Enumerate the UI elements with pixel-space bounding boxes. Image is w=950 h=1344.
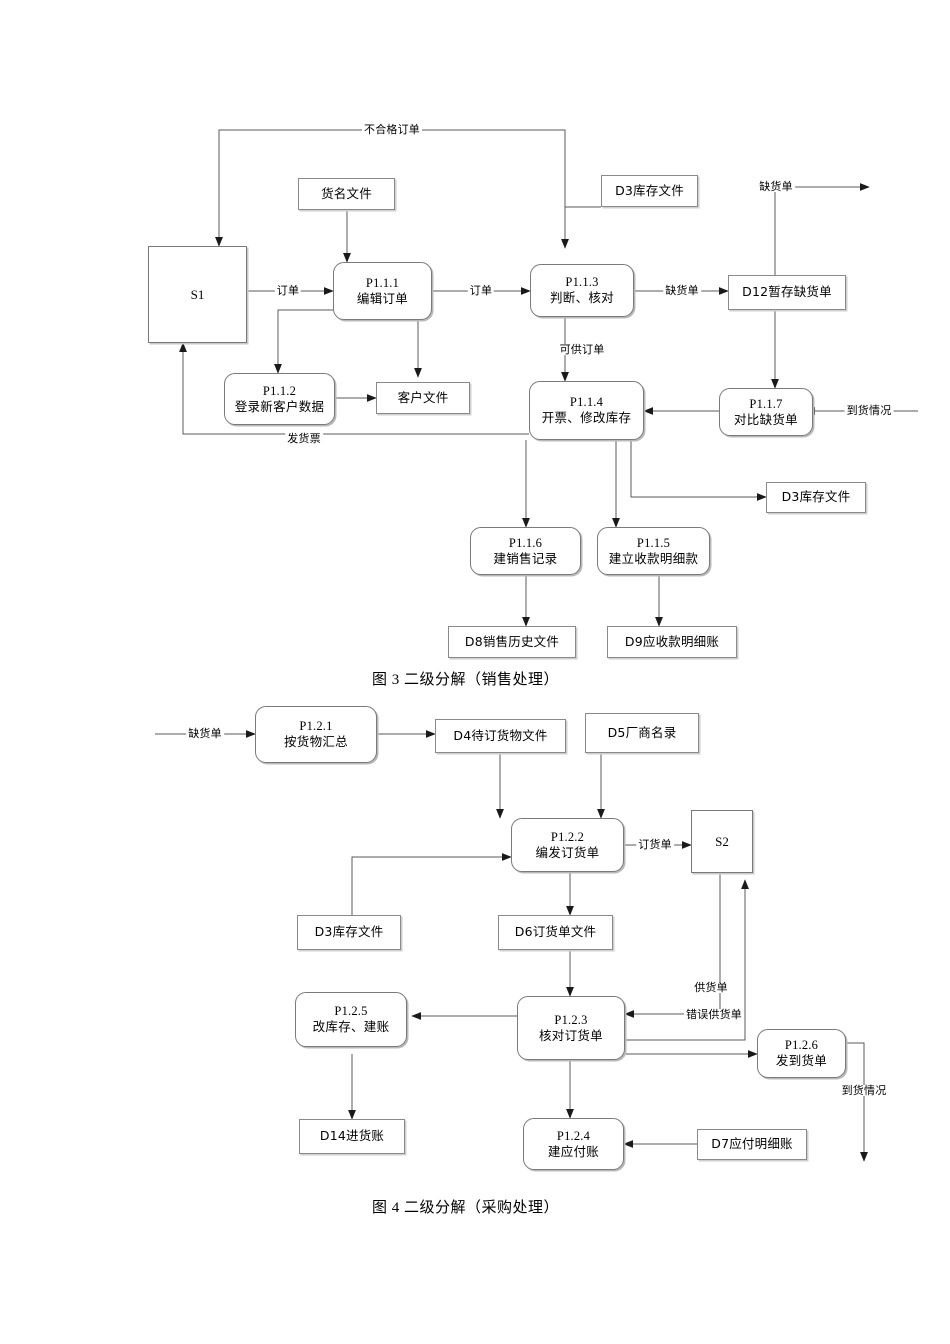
- process-p124-name: 建应付账: [547, 1143, 600, 1159]
- external-entity-s1[interactable]: S1: [148, 246, 247, 343]
- process-p117-name: 对比缺货单: [733, 411, 798, 427]
- process-p115[interactable]: P1.1.5 建立收款明细款: [597, 527, 710, 575]
- flow-label-available-order: 可供订单: [557, 343, 607, 356]
- process-p123-name: 核对订货单: [538, 1027, 603, 1043]
- flow-label-order-to-s2: 订货单: [636, 838, 674, 851]
- process-p113-name: 判断、核对: [549, 290, 614, 305]
- data-store-d5-vendor-list-label: D5厂商名录: [607, 724, 677, 740]
- process-p125-id: P1.2.5: [334, 1004, 368, 1019]
- data-store-goods-name-file[interactable]: 货名文件: [298, 178, 395, 210]
- process-p126-name: 发到货单: [775, 1053, 828, 1068]
- process-p111[interactable]: P1.1.1 编辑订单: [333, 262, 432, 320]
- flow-label-order-s1-p111: 订单: [274, 284, 302, 297]
- data-store-d3-stock-file-fig4[interactable]: D3库存文件: [297, 915, 401, 950]
- external-entity-s2[interactable]: S2: [691, 810, 753, 873]
- process-p116-name: 建销售记录: [493, 550, 558, 566]
- data-store-d14-purchase-ledger[interactable]: D14进货账: [299, 1119, 405, 1154]
- figure4-caption: 图 4 二级分解（采购处理）: [372, 1200, 560, 1216]
- data-store-d12-temp-shortage-label: D12暂存缺货单: [742, 284, 832, 300]
- process-p125[interactable]: P1.2.5 改库存、建账: [295, 992, 407, 1047]
- process-p124-id: P1.2.4: [556, 1128, 591, 1143]
- flow-label-order-p111-p113: 订单: [467, 284, 495, 297]
- process-p113-id: P1.1.3: [565, 275, 599, 290]
- process-p112-name: 登录新客户数据: [234, 398, 325, 414]
- data-store-d3-stock-file-mid[interactable]: D3库存文件: [766, 482, 866, 513]
- data-store-customer-file-label: 客户文件: [397, 389, 449, 405]
- process-p117[interactable]: P1.1.7 对比缺货单: [719, 388, 813, 436]
- process-p117-id: P1.1.7: [749, 396, 783, 411]
- data-store-d9-receivable-label: D9应收款明细账: [624, 633, 720, 649]
- data-store-d5-vendor-list[interactable]: D5厂商名录: [585, 713, 699, 753]
- process-p121-id: P1.2.1: [299, 719, 333, 734]
- process-p114-id: P1.1.4: [569, 395, 604, 410]
- data-store-d8-sales-history-label: D8销售历史文件: [464, 633, 560, 649]
- process-p122-id: P1.2.2: [550, 829, 585, 844]
- data-store-d7-payable-label: D7应付明细账: [711, 1136, 793, 1152]
- process-p113[interactable]: P1.1.3 判断、核对: [530, 264, 634, 317]
- data-store-d3-stock-file-mid-label: D3库存文件: [781, 489, 851, 505]
- process-p126[interactable]: P1.2.6 发到货单: [757, 1029, 846, 1078]
- data-store-d14-purchase-ledger-label: D14进货账: [319, 1128, 385, 1144]
- process-p116-id: P1.1.6: [508, 535, 543, 550]
- data-store-d6-order-file-label: D6订货单文件: [514, 924, 597, 940]
- process-p121[interactable]: P1.2.1 按货物汇总: [255, 706, 377, 763]
- flow-label-arrival-status-fig3: 到货情况: [844, 404, 894, 417]
- external-entity-s1-label: S1: [190, 286, 205, 302]
- process-p115-name: 建立收款明细款: [608, 550, 699, 566]
- data-store-customer-file[interactable]: 客户文件: [376, 382, 470, 414]
- process-p115-id: P1.1.5: [636, 535, 671, 550]
- process-p126-id: P1.2.6: [784, 1038, 819, 1053]
- process-p122-name: 编发订货单: [535, 844, 600, 860]
- process-p114[interactable]: P1.1.4 开票、修改库存: [529, 381, 644, 440]
- flow-label-reject-order: 不合格订单: [362, 123, 422, 136]
- process-p112[interactable]: P1.1.2 登录新客户数据: [224, 373, 335, 425]
- process-p124[interactable]: P1.2.4 建应付账: [523, 1118, 624, 1170]
- process-p111-id: P1.1.1: [365, 275, 400, 290]
- data-store-d9-receivable[interactable]: D9应收款明细账: [607, 626, 737, 658]
- external-entity-s2-label: S2: [715, 833, 729, 849]
- data-store-d8-sales-history[interactable]: D8销售历史文件: [448, 626, 576, 658]
- flow-label-invoice: 发货票: [285, 432, 323, 445]
- data-store-d6-order-file[interactable]: D6订货单文件: [498, 915, 613, 950]
- process-p123-id: P1.2.3: [554, 1012, 588, 1027]
- figure3-caption: 图 3 二级分解（销售处理）: [372, 672, 560, 688]
- flow-label-shortage-out: 缺货单: [757, 180, 795, 193]
- process-p114-name: 开票、修改库存: [541, 410, 632, 425]
- data-store-d3-stock-file-top-label: D3库存文件: [615, 182, 684, 198]
- data-store-d4-pending-goods[interactable]: D4待订货物文件: [435, 719, 566, 753]
- data-store-d4-pending-goods-label: D4待订货物文件: [453, 727, 548, 743]
- data-store-goods-name-file-label: 货名文件: [321, 185, 372, 201]
- flow-label-shortage-in-fig4: 缺货单: [186, 727, 224, 740]
- data-store-d3-stock-file-top[interactable]: D3库存文件: [601, 175, 698, 207]
- flow-label-shortage-to-d12: 缺货单: [663, 284, 701, 297]
- flow-label-supply-note: 供货单: [692, 981, 730, 994]
- process-p123[interactable]: P1.2.3 核对订货单: [517, 996, 625, 1060]
- process-p112-id: P1.1.2: [262, 383, 297, 398]
- process-p116[interactable]: P1.1.6 建销售记录: [470, 527, 581, 575]
- process-p125-name: 改库存、建账: [312, 1019, 390, 1034]
- process-p122[interactable]: P1.2.2 编发订货单: [511, 818, 624, 872]
- data-store-d7-payable[interactable]: D7应付明细账: [697, 1129, 807, 1160]
- flow-label-arrival-status-fig4: 到货情况: [839, 1084, 889, 1097]
- process-p111-name: 编辑订单: [356, 290, 409, 306]
- process-p121-name: 按货物汇总: [283, 734, 348, 749]
- flow-label-wrong-supply-note: 错误供货单: [684, 1008, 744, 1021]
- data-store-d12-temp-shortage[interactable]: D12暂存缺货单: [728, 275, 846, 310]
- data-store-d3-stock-file-fig4-label: D3库存文件: [314, 924, 384, 940]
